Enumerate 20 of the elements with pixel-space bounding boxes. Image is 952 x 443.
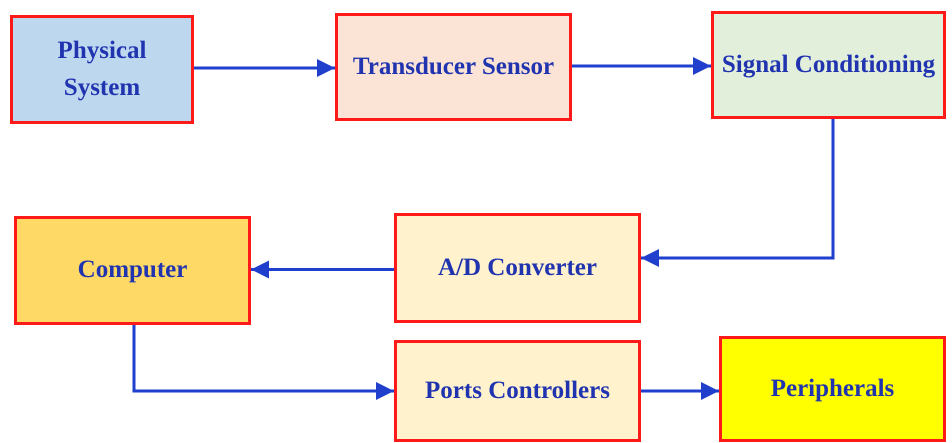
box-label: Physical System xyxy=(56,36,148,102)
box-label: Peripherals xyxy=(770,374,896,404)
arrow xyxy=(132,325,394,400)
arrow xyxy=(641,119,834,267)
arrow xyxy=(194,59,335,77)
box-label: A/D Converter xyxy=(437,252,598,283)
process-box xyxy=(711,11,946,119)
process-box xyxy=(335,13,572,121)
arrow xyxy=(641,382,719,400)
process-box xyxy=(10,15,194,124)
box-label: Computer xyxy=(76,255,188,286)
box-label: Signal Conditioning xyxy=(720,50,936,80)
arrow xyxy=(251,260,394,278)
box-label: Transducer Sensor xyxy=(352,52,556,82)
process-box xyxy=(394,213,641,323)
process-box xyxy=(394,340,641,442)
box-label: Ports Controllers xyxy=(424,376,611,406)
arrow xyxy=(572,57,711,75)
process-box xyxy=(14,216,251,325)
process-box xyxy=(719,336,946,442)
